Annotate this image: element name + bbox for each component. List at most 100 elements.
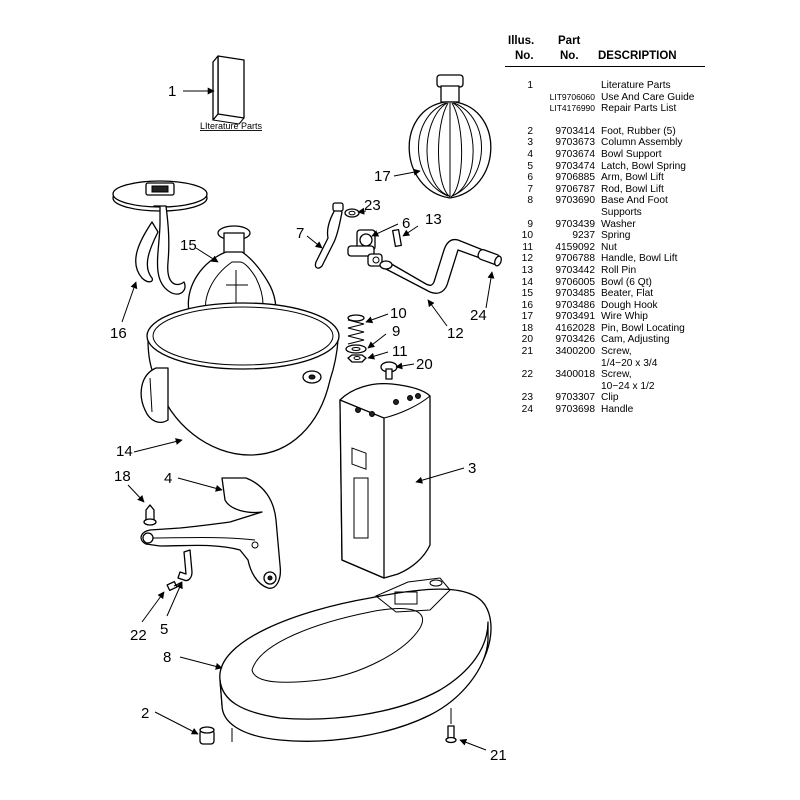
cell-illus-number: 1 xyxy=(527,80,533,91)
header-part: Part xyxy=(558,35,581,47)
cell-part-number: LIT9706060 xyxy=(549,91,595,102)
callout-4: 4 xyxy=(164,470,172,487)
callout-15: 15 xyxy=(180,237,197,254)
clip xyxy=(344,208,360,218)
cell-illus-number: 9 xyxy=(527,218,533,230)
cell-part-number: 9703485 xyxy=(555,288,595,300)
callout-16: 16 xyxy=(110,325,127,342)
callout-3: 3 xyxy=(468,460,476,477)
column-assembly xyxy=(339,382,431,579)
cell-part-number: 9706005 xyxy=(555,276,595,288)
bowl-lift-arm xyxy=(347,229,383,267)
dough-hook xyxy=(112,180,208,295)
cell-description: Spring xyxy=(601,230,631,242)
cell-illus-number: 7 xyxy=(527,183,533,195)
callout-24: 24 xyxy=(470,307,487,324)
cell-description: Washer xyxy=(601,218,636,230)
cell-illus-number: 20 xyxy=(521,334,533,346)
bowl-spring-latch xyxy=(177,549,193,582)
callout-7: 7 xyxy=(296,225,304,242)
cell-part-number: 9703439 xyxy=(555,218,595,230)
cell-part-number: 3400200 xyxy=(555,346,595,358)
callout-17: 17 xyxy=(374,168,391,185)
cell-part-number: 9703426 xyxy=(555,334,595,346)
cell-part-number: 9703442 xyxy=(555,264,595,276)
cell-part-number: 9703474 xyxy=(555,160,595,172)
table-row: 9 9703439 Washer xyxy=(505,219,705,231)
parts-list-table: Illus. No. Part No. DESCRIPTION 1 Literat… xyxy=(505,34,705,416)
callout-22: 22 xyxy=(130,627,147,644)
cell-part-number: 9703673 xyxy=(555,137,595,149)
cell-part-number: 9706885 xyxy=(555,172,595,184)
cell-description: Foot, Rubber (5) xyxy=(601,125,676,137)
cell-illus-number: 13 xyxy=(521,264,533,276)
callout-14: 14 xyxy=(116,443,133,460)
table-row: 24 9703698 Handle xyxy=(505,404,705,416)
header-illus: Illus. xyxy=(508,35,535,47)
cell-part-number: 9703698 xyxy=(555,404,595,416)
cell-description: Screw, 10−24 x 1/2 xyxy=(601,369,655,392)
cell-description: Cam, Adjusting xyxy=(601,334,670,346)
callout-2: 2 xyxy=(141,705,149,722)
cell-description: Literature Parts xyxy=(601,80,671,91)
cell-illus-number: 15 xyxy=(521,288,533,300)
mixing-bowl xyxy=(140,302,340,456)
screw-1-4-20 xyxy=(445,708,457,744)
cell-description: Arm, Bowl Lift xyxy=(601,172,664,184)
table-row: 1 Literature Parts xyxy=(505,80,705,92)
cell-illus-number: 24 xyxy=(521,404,533,416)
bowl-support xyxy=(140,477,282,589)
cell-illus-number: 8 xyxy=(527,195,533,207)
table-header: Illus. No. Part No. DESCRIPTION xyxy=(505,34,705,67)
callout-20: 20 xyxy=(416,356,433,373)
cell-description: Use And Care Guide xyxy=(601,91,695,103)
callout-13: 13 xyxy=(425,211,442,228)
cell-description: Repair Parts List xyxy=(601,103,677,115)
adjusting-cam xyxy=(380,361,398,380)
cell-description: Clip xyxy=(601,392,619,404)
cell-description: Handle xyxy=(601,404,634,416)
cell-illus-number: 12 xyxy=(521,253,533,265)
spring xyxy=(347,314,365,345)
cell-illus-number: 3 xyxy=(527,137,533,149)
roll-pin xyxy=(392,228,402,248)
cell-description: Bowl (6 Qt) xyxy=(601,276,652,288)
cell-part-number: 4159092 xyxy=(555,241,595,253)
cell-description: Bowl Support xyxy=(601,148,662,160)
callout-10: 10 xyxy=(390,305,407,322)
cell-part-number: 9703486 xyxy=(555,299,595,311)
bowl-locating-pin xyxy=(143,504,157,526)
cell-part-number: 9703674 xyxy=(555,148,595,160)
cell-illus-number: 2 xyxy=(527,125,533,137)
cell-description: Pin, Bowl Locating xyxy=(601,322,685,334)
callout-1: 1 xyxy=(168,83,176,100)
cell-part-number: 4162028 xyxy=(555,322,595,334)
cell-part-number: 9703491 xyxy=(555,311,595,323)
header-description: DESCRIPTION xyxy=(598,50,677,62)
cell-illus-number: 17 xyxy=(521,311,533,323)
bowl-lift-rod xyxy=(314,202,344,269)
cell-part-number: 9706788 xyxy=(555,253,595,265)
cell-description: Dough Hook xyxy=(601,299,658,311)
washer xyxy=(345,344,367,354)
cell-illus-number: 14 xyxy=(521,276,533,288)
base-and-foot-supports xyxy=(219,577,492,742)
callout-18: 18 xyxy=(114,468,131,485)
cell-part-number: 9237 xyxy=(572,230,595,242)
table-row: 20 9703426 Cam, Adjusting xyxy=(505,334,705,346)
